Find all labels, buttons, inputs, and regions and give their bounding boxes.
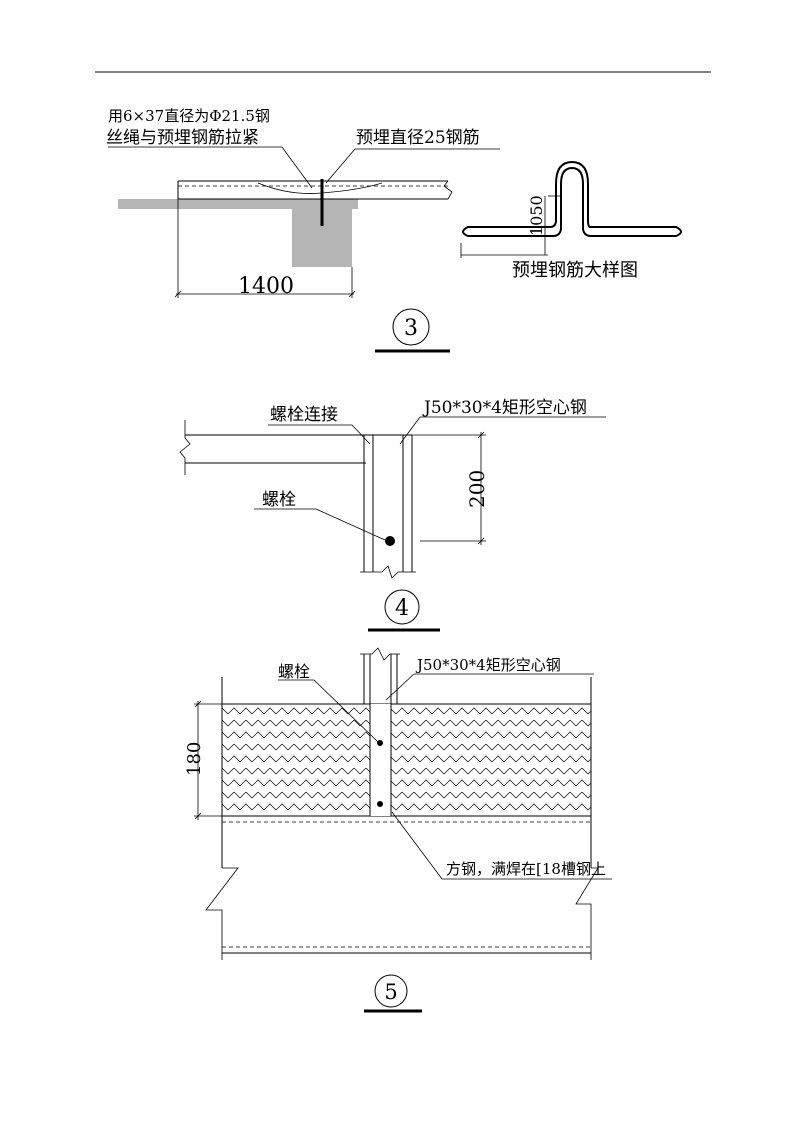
detail-number-3: 3 <box>404 316 418 341</box>
rebar-detail-shape <box>462 160 682 237</box>
detail-3: 用6×37直径为Φ21.5钢 丝绳与预埋钢筋拉紧 预埋直径25钢筋 1400 1… <box>106 107 682 353</box>
rebar-label: 预埋直径25钢筋 <box>356 128 480 148</box>
bolt-connection-label: 螺栓连接 <box>270 405 338 425</box>
ground-slab <box>118 199 358 209</box>
detail-number-4: 4 <box>395 596 409 621</box>
weld-note: 方钢，满焊在[18槽钢上 <box>446 860 606 878</box>
bolt-label-4: 螺栓 <box>262 490 296 510</box>
dim-1050: 1050 <box>527 195 546 236</box>
section-label-4: J50*30*4矩形空心钢 <box>422 398 587 418</box>
hatched-infill <box>221 703 592 817</box>
dim-200: 200 <box>465 470 489 508</box>
detail-5: 180 螺栓 J50*30*4矩形空心钢 方钢，满焊在[18槽钢上 5 <box>184 647 612 1013</box>
bolt-label-5: 螺栓 <box>278 662 310 681</box>
dim-1400: 1400 <box>238 274 294 299</box>
rebar-detail-title: 预埋钢筋大样图 <box>512 260 638 281</box>
bolt-dot <box>385 536 395 546</box>
detail-number-5: 5 <box>384 980 397 1004</box>
wire-rope-note-line2: 丝绳与预埋钢筋拉紧 <box>106 128 259 148</box>
detail-4: 200 螺栓连接 J50*30*4矩形空心钢 螺栓 4 <box>179 398 606 632</box>
wire-rope-note-line1: 用6×37直径为Φ21.5钢 <box>108 107 270 125</box>
section-label-5: J50*30*4矩形空心钢 <box>415 656 561 674</box>
dim-180: 180 <box>184 742 205 776</box>
